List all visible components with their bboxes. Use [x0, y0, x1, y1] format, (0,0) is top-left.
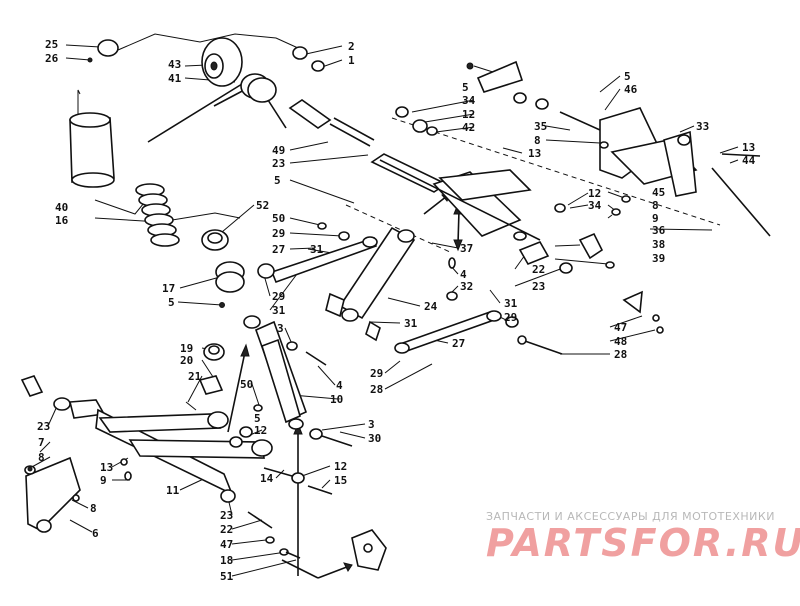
callout-label: 14	[260, 472, 274, 485]
callout-label: 44	[742, 154, 756, 167]
callout-label: 29	[272, 290, 285, 303]
callout-label: 4	[336, 379, 343, 392]
callout-label: 3	[277, 322, 284, 335]
callout-label: 51	[220, 570, 234, 583]
callout-label: 12	[588, 187, 601, 200]
callout-label: 26	[45, 52, 59, 65]
callout-label: 27	[452, 337, 465, 350]
callout-label: 5	[624, 70, 631, 83]
callout-label: 46	[624, 83, 638, 96]
callout-label: 13	[742, 141, 755, 154]
callout-label: 37	[460, 242, 473, 255]
callout-label: 49	[272, 144, 285, 157]
callout-label: 27	[272, 243, 285, 256]
callout-label: 29	[504, 311, 517, 324]
callout-label: 22	[220, 523, 233, 536]
callout-label: 47	[220, 538, 233, 551]
callout-label: 31	[310, 243, 324, 256]
callout-label: 36	[652, 224, 666, 237]
callout-label: 5	[462, 81, 469, 94]
callout-label: 28	[614, 348, 627, 361]
parts	[20, 37, 771, 571]
callout-label: 12	[254, 424, 267, 437]
callout-label: 43	[168, 58, 181, 71]
callout-label: 40	[55, 201, 68, 214]
callout-label: 17	[162, 282, 175, 295]
callout-label: 5	[274, 174, 281, 187]
callout-label: 10	[330, 393, 343, 406]
callout-label: 19	[180, 342, 193, 355]
callout-label: 29	[272, 227, 285, 240]
callout-label: 34	[462, 94, 476, 107]
callout-label: 1	[348, 54, 355, 67]
callout-label: 8	[534, 134, 541, 147]
callout-label: 11	[166, 484, 180, 497]
callout-label: 50	[240, 378, 253, 391]
callout-label: 28	[370, 383, 383, 396]
callout-label: 9	[652, 212, 659, 225]
watermark-logo: PARTSFOR.RU	[486, 521, 800, 565]
callout-label: 42	[462, 121, 475, 134]
callout-label: 16	[55, 214, 69, 227]
callout-label: 25	[45, 38, 58, 51]
callout-label: 33	[696, 120, 709, 133]
callout-label: 23	[272, 157, 285, 170]
callout-label: 23	[532, 280, 545, 293]
callout-label: 39	[652, 252, 665, 265]
callout-label: 23	[220, 509, 233, 522]
callout-label: 13	[100, 461, 113, 474]
callout-label: 20	[180, 354, 193, 367]
callout-label: 2	[348, 40, 355, 53]
callout-label: 35	[534, 120, 547, 133]
watermark: ЗАПЧАСТИ И АКСЕССУАРЫ ДЛЯ МОТОТЕХНИКИ PA…	[486, 510, 800, 565]
callout-label: 31	[272, 304, 286, 317]
callout-label: 22	[532, 263, 545, 276]
callout-label: 8	[652, 199, 659, 212]
callout-label: 5	[168, 296, 175, 309]
leader-lines	[29, 33, 739, 579]
callout-label: 6	[92, 527, 99, 540]
callout-label: 4	[460, 268, 467, 281]
callout-label: 31	[404, 317, 418, 330]
callout-label: 7	[38, 436, 45, 449]
callout-label: 8	[90, 502, 97, 515]
callout-label: 12	[334, 460, 347, 473]
callout-label: 29	[370, 367, 383, 380]
callout-label: 24	[424, 300, 438, 313]
callout-label: 31	[504, 297, 518, 310]
callout-label: 8	[38, 451, 45, 464]
callout-label: 23	[37, 420, 50, 433]
callout-label: 48	[614, 335, 627, 348]
callout-label: 45	[652, 186, 665, 199]
callout-label: 21	[188, 370, 202, 383]
callout-label: 38	[652, 238, 665, 251]
callout-labels: 25 26 43 41 2 1 5 34 12 42 5 46 35 8 13 …	[37, 38, 756, 583]
callout-label: 30	[368, 432, 381, 445]
callout-label: 34	[588, 199, 602, 212]
callout-label: 9	[100, 474, 107, 487]
callout-label: 52	[256, 199, 269, 212]
callout-label: 5	[254, 412, 261, 425]
callout-label: 41	[168, 72, 182, 85]
callout-label: 3	[368, 418, 375, 431]
callout-label: 15	[334, 474, 347, 487]
callout-label: 47	[614, 321, 627, 334]
callout-label: 12	[462, 108, 475, 121]
watermark-caption: ЗАПЧАСТИ И АКСЕССУАРЫ ДЛЯ МОТОТЕХНИКИ	[486, 510, 775, 523]
callout-label: 50	[272, 212, 285, 225]
callout-label: 32	[460, 280, 473, 293]
callout-label: 13	[528, 147, 541, 160]
callout-label: 18	[220, 554, 233, 567]
